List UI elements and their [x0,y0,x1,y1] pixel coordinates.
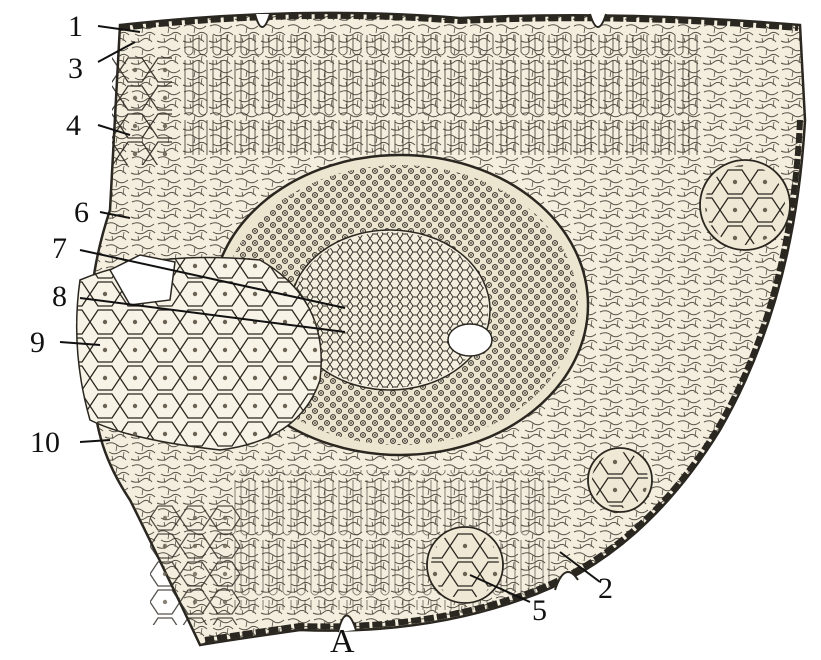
label-9: 9 [30,326,45,359]
minor-bundle-right [700,160,790,250]
label-4: 4 [66,109,81,142]
label-7: 7 [52,232,67,265]
label-8: 8 [52,280,67,313]
label-2: 2 [598,572,613,605]
parenchyma-cells [77,255,322,450]
label-6: 6 [74,196,89,229]
label-1: 1 [68,10,83,43]
label-3: 3 [68,52,83,85]
figure-title: A [330,623,355,660]
label-5: 5 [532,594,547,627]
label-10: 10 [30,426,60,459]
